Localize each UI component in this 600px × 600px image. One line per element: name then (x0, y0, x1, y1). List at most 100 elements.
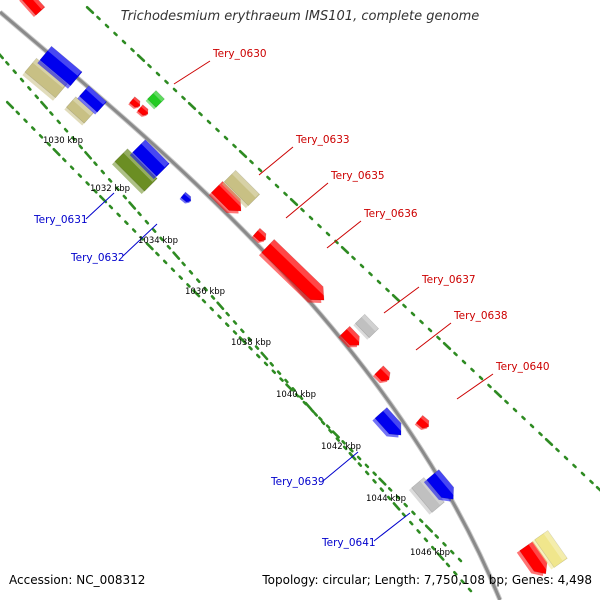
gene-feature (531, 530, 568, 570)
tick-dot (145, 242, 154, 251)
tick-dot (529, 423, 535, 429)
gene-feature (372, 365, 393, 384)
tick-dot (419, 319, 424, 325)
gene-feature (338, 325, 364, 348)
tick-dot (411, 510, 416, 516)
gene-label[interactable]: Tery_0630 (212, 48, 267, 60)
gene-label[interactable]: Tery_0641 (321, 537, 376, 549)
tick-dot-tracks (0, 5, 600, 593)
tick-dot (15, 110, 21, 116)
tick-dot (223, 135, 229, 141)
gene-feature (221, 169, 261, 209)
tick-dot (434, 534, 440, 539)
tick-dot (187, 101, 197, 111)
label-leader-line (322, 451, 359, 482)
gene-feature-body (534, 530, 568, 568)
tick-dot (216, 301, 225, 311)
tick-dot (418, 518, 424, 524)
gene-feature (37, 45, 83, 89)
tick-dot (263, 361, 269, 367)
tick-dot (320, 420, 326, 426)
tick-dot (203, 286, 208, 292)
tick-dot (172, 251, 181, 260)
tick-dot (580, 471, 586, 477)
tick-dot (341, 440, 346, 445)
tick-dot (247, 336, 252, 342)
scale-label: 1046 kbp (410, 548, 450, 558)
tick-dot (372, 478, 377, 484)
gene-feature-body (223, 169, 261, 207)
tick-dot (159, 236, 164, 242)
tick-dot (442, 542, 447, 547)
tick-dot (124, 220, 129, 225)
tick-dot (431, 545, 436, 551)
tick-dot (285, 383, 294, 392)
tick-dot (289, 197, 299, 207)
gene-feature-body (252, 227, 267, 242)
gene-feature-highlight (183, 192, 193, 201)
tick-dot (62, 157, 67, 163)
tick-dot (544, 437, 554, 447)
tick-dot (328, 428, 333, 434)
gene-feature-highlight (72, 96, 94, 116)
tick-dot (310, 408, 315, 414)
tick-dot (589, 479, 594, 485)
gene-label[interactable]: Tery_0633 (295, 134, 350, 146)
gene-feature (372, 407, 407, 438)
tick-dot (340, 245, 350, 255)
gene-label[interactable]: Tery_0632 (70, 252, 125, 264)
label-leader-line (456, 373, 494, 400)
tick-dot (121, 39, 127, 45)
gene-label[interactable]: Tery_0636 (363, 208, 418, 220)
tick-dot (84, 151, 93, 160)
tick-dot (69, 165, 75, 171)
tick-dot (385, 287, 390, 293)
label-leader-line (122, 223, 158, 257)
gene-feature-body (180, 191, 192, 203)
tick-dot (137, 211, 142, 217)
tick-dot (298, 395, 304, 401)
tick-dot (276, 370, 282, 376)
gene-feature-highlight (383, 407, 407, 433)
tick-dot (349, 447, 354, 453)
gene-feature (64, 96, 95, 126)
gene-label[interactable]: Tery_0637 (421, 274, 476, 286)
gene-label[interactable]: Tery_0635 (330, 170, 385, 182)
tick-dot (467, 587, 473, 593)
gene-feature-highlight (27, 0, 45, 10)
tick-dot (85, 181, 90, 186)
map-title: Trichodesmium erythraeum IMS101, complet… (120, 9, 480, 24)
tick-dot (38, 134, 44, 139)
gene-feature (353, 313, 380, 340)
tick-dot (436, 552, 445, 561)
tick-dot (487, 383, 492, 389)
tick-dot (357, 462, 363, 467)
tick-dot (232, 330, 238, 335)
tick-dot (470, 367, 475, 373)
scale-label: 1042 kbp (321, 442, 361, 452)
scale-label: 1032 kbp (90, 184, 130, 194)
tick-dot (460, 579, 465, 584)
tick-dot (181, 95, 186, 101)
gene-feature-body (39, 45, 83, 87)
gene-label[interactable]: Tery_0639 (270, 476, 325, 488)
tick-dot (40, 100, 49, 110)
tick-dot (257, 167, 263, 173)
gene-label[interactable]: Tery_0640 (495, 361, 550, 373)
tick-dot (291, 387, 296, 392)
gene-label[interactable]: Tery_0638 (453, 310, 508, 322)
tick-dot (453, 570, 458, 576)
tick-dot (23, 118, 28, 123)
tick-dot (260, 351, 269, 361)
tick-dot (164, 79, 169, 85)
tick-dot (170, 267, 176, 273)
tick-dot (128, 201, 137, 210)
label-leader-line (373, 512, 411, 542)
tick-dot (331, 430, 340, 439)
label-leader-line (173, 60, 211, 85)
tick-dot (512, 407, 518, 413)
gene-label[interactable]: Tery_0631 (33, 214, 88, 226)
tick-dot (201, 298, 207, 304)
tick-dot (100, 169, 106, 175)
